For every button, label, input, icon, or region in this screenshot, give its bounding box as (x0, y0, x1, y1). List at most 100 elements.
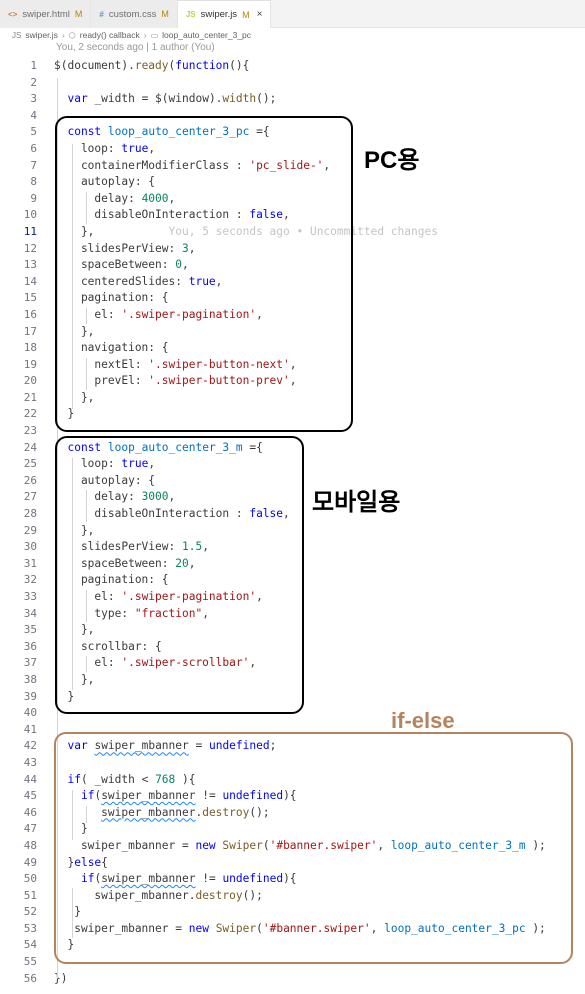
code-line[interactable]: 36 scrollbar: { (0, 639, 585, 656)
code-line[interactable]: 31 spaceBetween: 20, (0, 556, 585, 573)
code-token: containerModifierClass : (54, 158, 250, 172)
breadcrumb-variable[interactable]: loop_auto_center_3_pc (162, 30, 252, 40)
code-line[interactable]: 56}) (0, 971, 585, 988)
code-line[interactable]: 20 prevEl: '.swiper-button-prev', (0, 373, 585, 390)
code-line[interactable]: 12 slidesPerView: 3, (0, 241, 585, 258)
code-line[interactable]: 16 el: '.swiper-pagination', (0, 307, 585, 324)
code-line[interactable]: 48 swiper_mbanner = new Swiper('#banner.… (0, 838, 585, 855)
code-line[interactable]: 44 if( _width < 768 ){ (0, 772, 585, 789)
line-number: 11 (23, 224, 37, 238)
code-text: }, (54, 672, 94, 689)
code-line[interactable]: 8 autoplay: { (0, 174, 585, 191)
code-line[interactable]: 52 } (0, 904, 585, 921)
breadcrumb-file[interactable]: swiper.js (25, 30, 58, 40)
line-number: 14 (23, 274, 37, 288)
code-token: swiper_mbanner. (54, 888, 196, 902)
code-line[interactable]: 28 disableOnInteraction : false, (0, 506, 585, 523)
code-line[interactable]: 42 var swiper_mbanner = undefined; (0, 738, 585, 755)
code-line[interactable]: 40 (0, 705, 585, 722)
code-token: loop_auto_center_3_m (390, 838, 526, 852)
code-token: var (67, 92, 88, 106)
code-token: false (249, 208, 284, 222)
code-line[interactable]: 55 (0, 954, 585, 971)
code-token: , (256, 590, 263, 603)
code-line[interactable]: 38 }, (0, 672, 585, 689)
code-text: type: "fraction", (54, 606, 209, 623)
code-line[interactable]: 15 pagination: { (0, 290, 585, 307)
code-line[interactable]: 33 el: '.swiper-pagination', (0, 589, 585, 606)
code-line[interactable]: 2 (0, 75, 585, 92)
code-line[interactable]: 27 delay: 3000, (0, 489, 585, 506)
line-number: 4 (30, 108, 37, 122)
code-line[interactable]: 39 } (0, 689, 585, 706)
code-line[interactable]: 13 spaceBetween: 0, (0, 257, 585, 274)
code-text: pagination: { (54, 572, 169, 589)
code-line[interactable]: 1$(document).ready(function(){ (0, 58, 585, 75)
code-text: slidesPerView: 3, (54, 241, 196, 258)
code-line[interactable]: 3 var _width = $(window).width(); (0, 91, 585, 108)
code-line[interactable]: 22 } (0, 406, 585, 423)
code-line[interactable]: 53 swiper_mbanner = new Swiper('#banner.… (0, 921, 585, 938)
code-line[interactable]: 11 }, You, 5 seconds ago • Uncommitted c… (0, 223, 585, 241)
code-token: ){ (283, 789, 297, 803)
codelens-blame[interactable]: You, 2 seconds ago | 1 author (You) (56, 42, 215, 53)
code-line[interactable]: 49 }else{ (0, 855, 585, 872)
code-text: el: '.swiper-pagination', (54, 307, 262, 324)
code-line[interactable]: 34 type: "fraction", (0, 606, 585, 623)
function-icon: ⬡ (68, 30, 76, 40)
code-line[interactable]: 23 (0, 423, 585, 440)
code-token: width (222, 92, 257, 106)
code-line[interactable]: 19 nextEl: '.swiper-button-next', (0, 357, 585, 374)
code-line[interactable]: 37 el: '.swiper-scrollbar', (0, 655, 585, 672)
code-text: } (54, 406, 74, 423)
line-number: 49 (23, 855, 37, 869)
code-line[interactable]: 6 loop: true, (0, 141, 585, 158)
code-token: , (148, 141, 156, 155)
close-icon[interactable]: × (256, 9, 263, 20)
code-text: autoplay: { (54, 473, 155, 490)
code-line[interactable]: 46 swiper_mbanner.destroy(); (0, 805, 585, 822)
code-token: . (195, 805, 203, 819)
code-line[interactable]: 9 delay: 4000, (0, 191, 585, 208)
code-token: destroy (202, 805, 250, 819)
code-text: swiper_mbanner.destroy(); (54, 888, 262, 905)
breadcrumb-function[interactable]: ready() callback (79, 30, 140, 40)
code-line[interactable]: 32 pagination: { (0, 572, 585, 589)
code-token: 'pc_slide-' (249, 158, 324, 172)
code-token: 3000 (141, 490, 169, 504)
code-token: , (168, 490, 176, 504)
code-line[interactable]: 54 } (0, 937, 585, 954)
code-line[interactable]: 25 loop: true, (0, 456, 585, 473)
code-token: Swiper (215, 921, 257, 935)
code-token: , (370, 921, 385, 935)
code-line[interactable]: 7 containerModifierClass : 'pc_slide-', (0, 158, 585, 175)
line-number: 36 (23, 639, 37, 653)
line-number: 20 (23, 374, 37, 388)
code-line[interactable]: 24 const loop_auto_center_3_m ={ (0, 440, 585, 457)
code-line[interactable]: 26 autoplay: { (0, 473, 585, 490)
code-line[interactable]: 45 if(swiper_mbanner != undefined){ (0, 788, 585, 805)
code-line[interactable]: 43 (0, 755, 585, 772)
code-line[interactable]: 30 slidesPerView: 1.5, (0, 539, 585, 556)
code-line[interactable]: 21 }, (0, 390, 585, 407)
code-text: } (54, 821, 88, 838)
line-number: 50 (23, 872, 37, 886)
code-line[interactable]: 4 (0, 108, 585, 125)
code-line[interactable]: 14 centeredSlides: true, (0, 274, 585, 291)
code-line[interactable]: 5 const loop_auto_center_3_pc ={ (0, 124, 585, 141)
code-line[interactable]: 47 } (0, 821, 585, 838)
code-token: var (67, 739, 88, 753)
code-line[interactable]: 29 }, (0, 523, 585, 540)
code-line[interactable]: 17 }, (0, 324, 585, 341)
code-line[interactable]: 10 disableOnInteraction : false, (0, 207, 585, 224)
code-line[interactable]: 50 if(swiper_mbanner != undefined){ (0, 871, 585, 888)
code-line[interactable]: 51 swiper_mbanner.destroy(); (0, 888, 585, 905)
code-line[interactable]: 18 navigation: { (0, 340, 585, 357)
code-line[interactable]: 41 (0, 722, 585, 739)
code-text: centeredSlides: true, (54, 274, 222, 291)
code-line[interactable]: 35 }, (0, 622, 585, 639)
